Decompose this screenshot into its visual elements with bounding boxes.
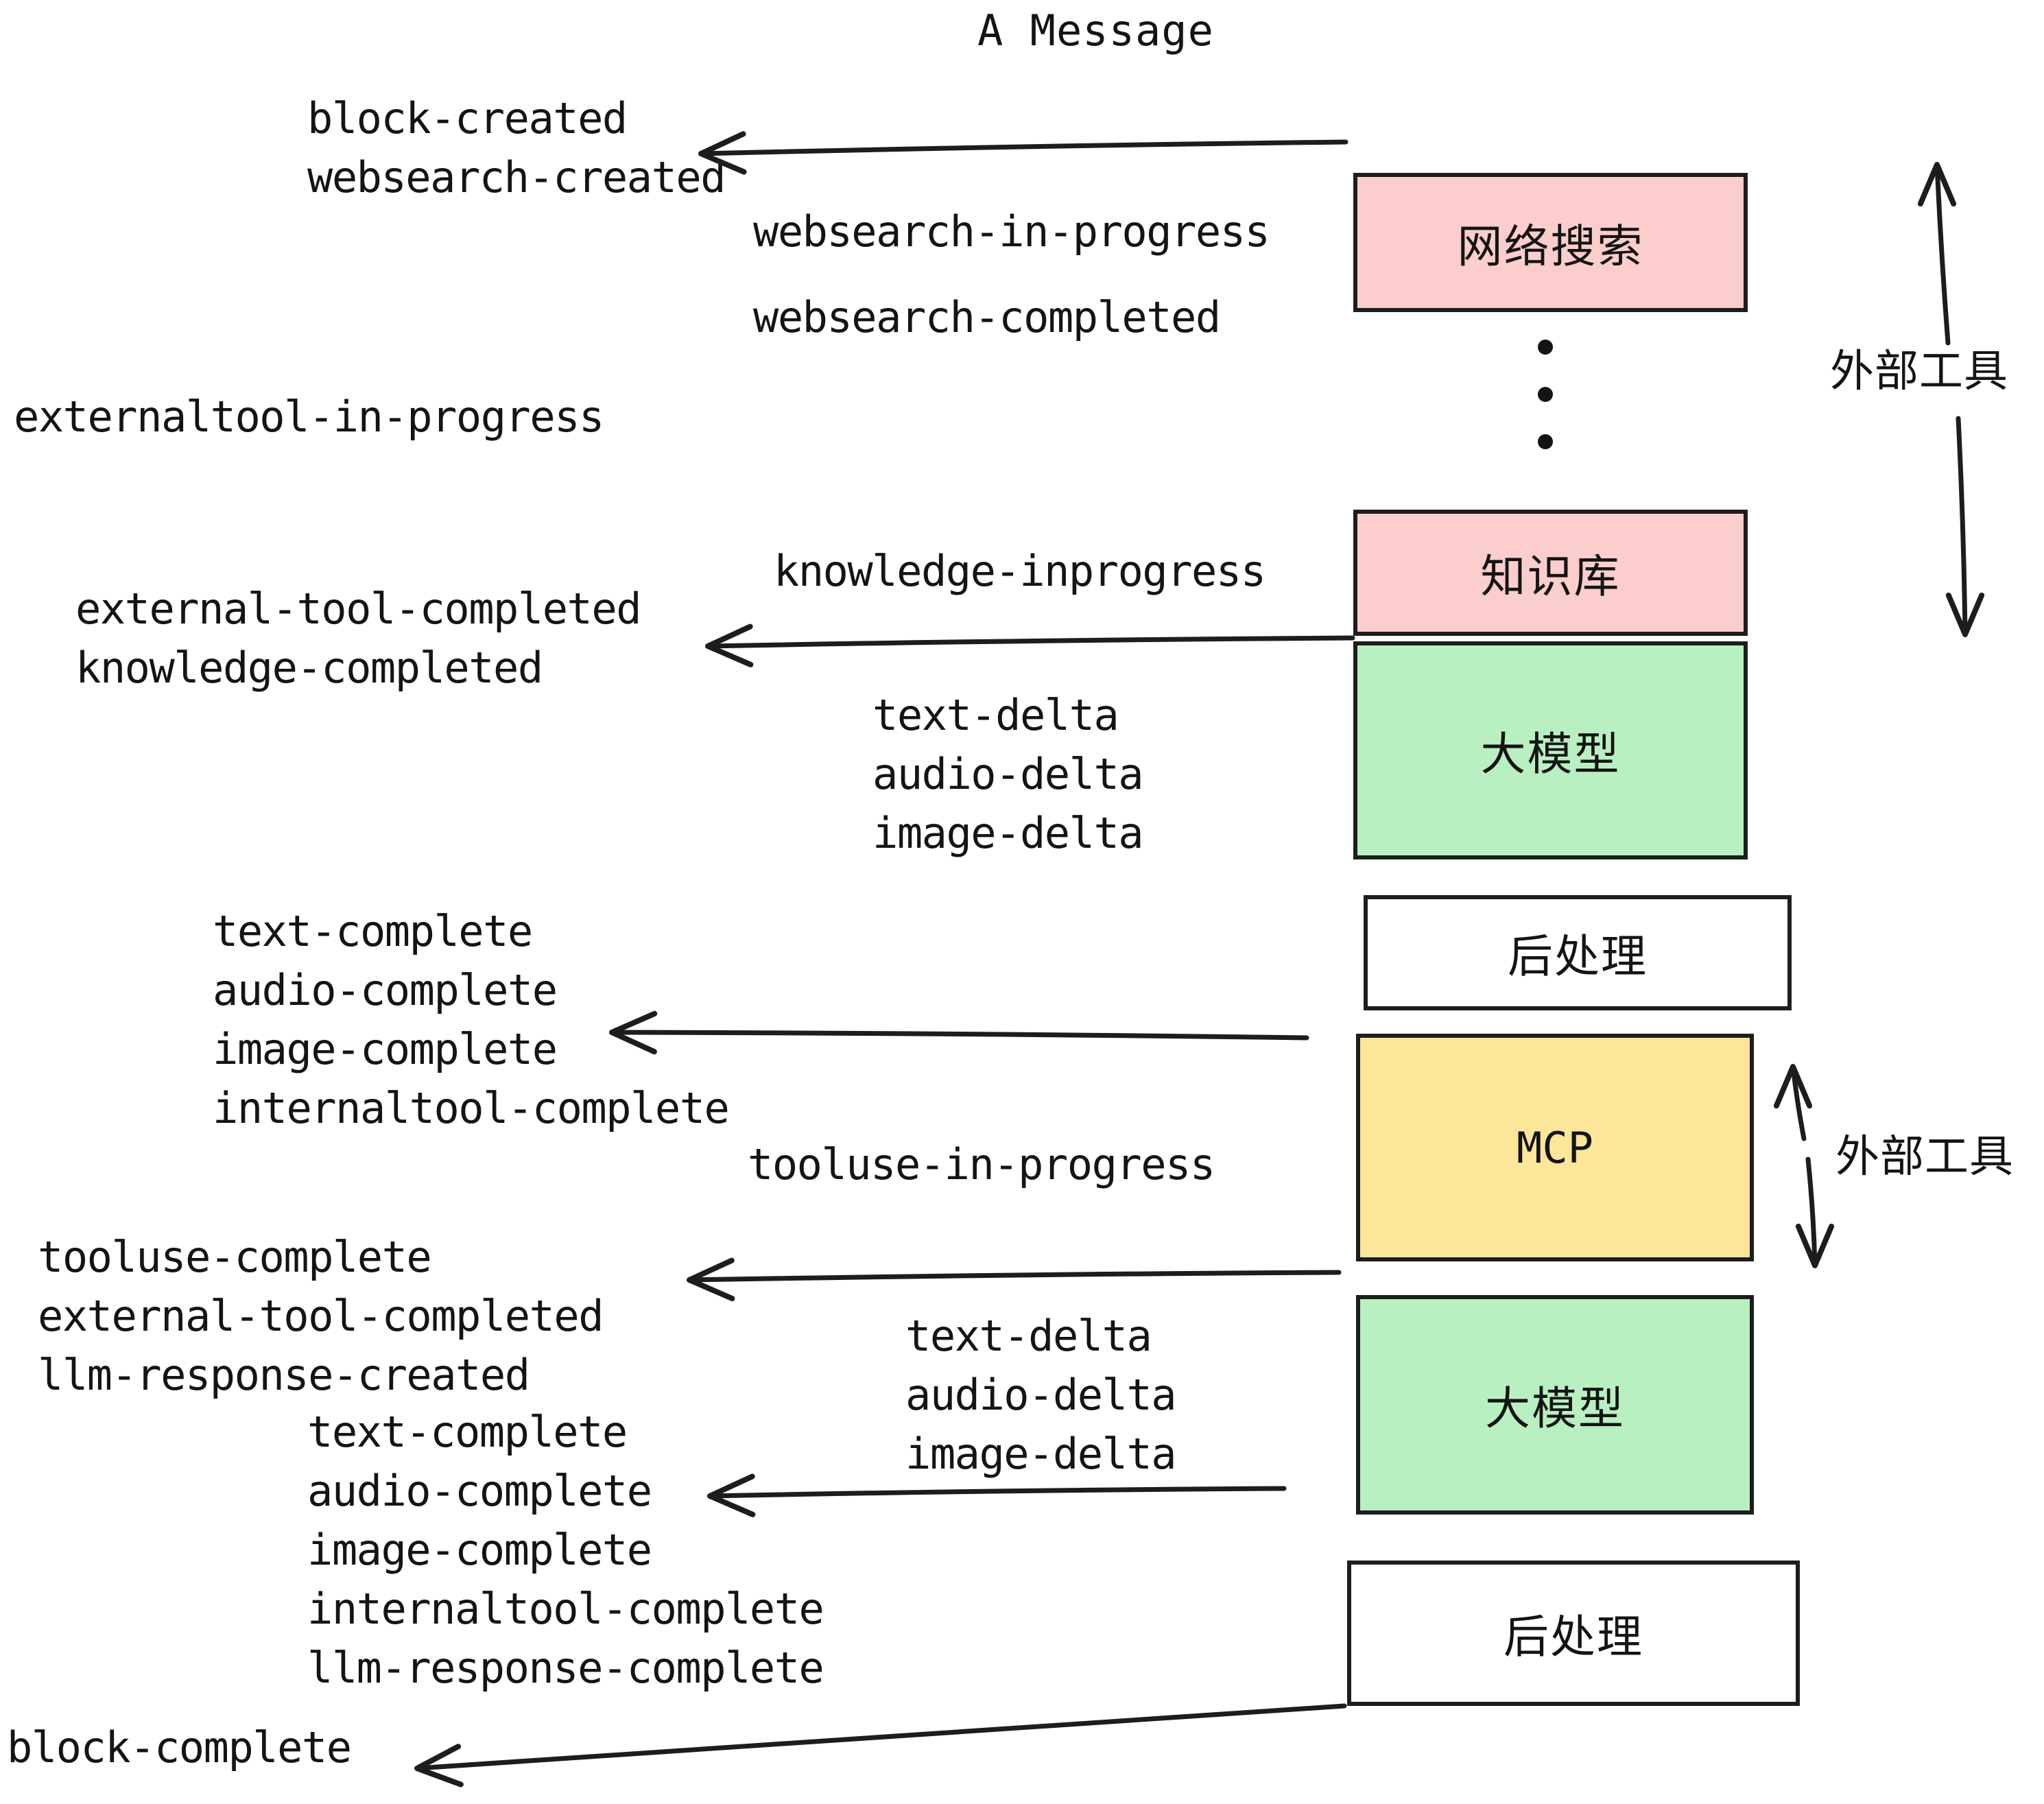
side-label-external-tools-top: 外部工具: [1830, 346, 2008, 397]
event-label: externaltool-in-progress: [14, 392, 604, 442]
event-label: websearch-created: [307, 152, 726, 202]
event-group-group-websearch-progress: websearch-in-progress: [753, 202, 1270, 261]
external-tools-arrow-down-top: [1945, 416, 1985, 637]
side-label-external-tools-bottom: 外部工具: [1835, 1132, 2014, 1183]
event-label: image-complete: [307, 1525, 652, 1575]
event-group-group-websearch-completed: websearch-completed: [753, 288, 1221, 347]
event-label: external-tool-completed: [75, 584, 642, 634]
event-label: knowledge-inprogress: [774, 546, 1266, 596]
event-label: audio-delta: [872, 749, 1144, 799]
node-box-knowledge: 知识库: [1353, 510, 1748, 636]
event-group-group-external-tool-completed-1: external-tool-completed knowledge-complet…: [75, 580, 642, 698]
event-label: block-created: [307, 93, 628, 143]
event-group-group-deltas-1: text-delta audio-delta image-delta: [872, 686, 1144, 863]
node-box-llm-1: 大模型: [1353, 641, 1748, 859]
ellipsis-dot: [1538, 387, 1553, 402]
vertical-ellipsis: [1538, 340, 1553, 449]
event-label: external-tool-completed: [38, 1291, 604, 1341]
node-label: 后处理: [1504, 1611, 1643, 1663]
event-label: image-complete: [213, 1024, 558, 1074]
arrow-arrow-tooluse-done: [687, 1257, 1342, 1301]
node-label: 大模型: [1485, 1382, 1625, 1435]
event-label: websearch-completed: [753, 292, 1221, 342]
event-label: tooluse-in-progress: [748, 1139, 1215, 1189]
arrow-arrow-block-complete: [414, 1703, 1347, 1788]
external-tools-arrow-up-bottom: [1773, 1064, 1813, 1141]
ellipsis-dot: [1538, 434, 1553, 449]
external-tools-arrow-up-top: [1917, 162, 1957, 346]
event-label: internaltool-complete: [213, 1083, 730, 1133]
event-label: websearch-in-progress: [753, 206, 1270, 257]
event-group-group-tooluse-in-progress: tooluse-in-progress: [748, 1135, 1215, 1194]
node-box-llm-2: 大模型: [1356, 1295, 1754, 1515]
event-group-group-externaltool-in-progress: externaltool-in-progress: [14, 388, 604, 447]
event-label: image-delta: [905, 1429, 1177, 1479]
event-label: text-complete: [307, 1407, 628, 1457]
node-box-websearch: 网络搜索: [1353, 173, 1748, 312]
event-label: text-delta: [905, 1311, 1152, 1361]
event-group-group-tooluse-complete: tooluse-complete external-tool-completed l…: [38, 1228, 604, 1405]
event-label: text-complete: [213, 906, 533, 956]
node-label: MCP: [1517, 1122, 1593, 1173]
node-label: 网络搜索: [1457, 219, 1644, 273]
event-group-group-block-created: block-created websearch-created: [307, 89, 726, 207]
event-label: llm-response-complete: [307, 1643, 824, 1693]
event-label: knowledge-completed: [75, 643, 543, 693]
event-label: audio-complete: [213, 965, 558, 1015]
node-label: 知识库: [1480, 550, 1621, 603]
event-group-group-knowledge-inprogress: knowledge-inprogress: [774, 542, 1266, 601]
event-group-group-completes-1: text-complete audio-complete image-complet…: [213, 902, 730, 1138]
arrow-arrow-block-created: [698, 131, 1348, 175]
event-group-group-completes-2: text-complete audio-complete image-complet…: [307, 1403, 824, 1698]
node-label: 后处理: [1508, 930, 1648, 983]
node-box-post-2: 后处理: [1347, 1560, 1800, 1706]
ellipsis-dot: [1538, 340, 1553, 355]
event-label: audio-complete: [307, 1466, 652, 1516]
arrow-arrow-knowledge-done: [705, 624, 1355, 667]
node-box-mcp: MCP: [1356, 1034, 1754, 1261]
node-label: 大模型: [1480, 728, 1621, 781]
event-label: text-delta: [872, 690, 1119, 740]
event-label: audio-delta: [905, 1370, 1177, 1420]
event-label: block-complete: [7, 1722, 352, 1772]
event-label: tooluse-complete: [38, 1232, 432, 1282]
event-label: llm-response-created: [38, 1350, 530, 1400]
node-box-post-1: 后处理: [1364, 895, 1792, 1010]
event-label: internaltool-complete: [307, 1584, 824, 1634]
event-group-group-block-complete: block-complete: [7, 1718, 352, 1777]
page-title: A Message: [977, 5, 1214, 56]
event-label: image-delta: [872, 808, 1144, 858]
event-group-group-deltas-2: text-delta audio-delta image-delta: [905, 1307, 1177, 1484]
external-tools-arrow-down-bottom: [1795, 1156, 1835, 1268]
